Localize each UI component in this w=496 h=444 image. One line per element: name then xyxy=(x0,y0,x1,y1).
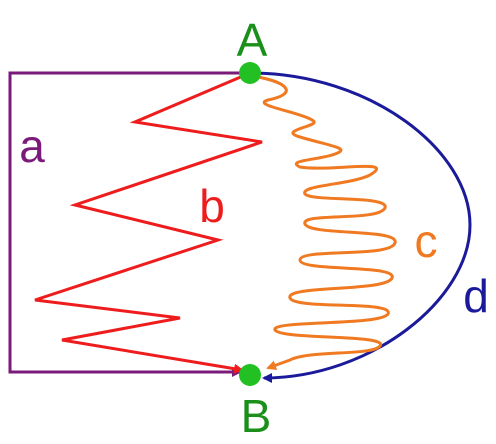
path-a-line xyxy=(8,71,250,377)
node-b-circle xyxy=(239,364,261,386)
path-d-line xyxy=(249,71,472,383)
path-b-label: b xyxy=(199,180,225,232)
path-a-label: a xyxy=(19,120,45,172)
node-a-circle xyxy=(239,62,261,84)
node-a-label: A xyxy=(237,14,268,66)
path-c-label: c xyxy=(415,215,438,267)
node-b-label: B xyxy=(241,390,272,442)
path-b-line xyxy=(34,71,263,374)
path-d-label: d xyxy=(463,270,489,322)
path-c-line xyxy=(251,74,397,370)
